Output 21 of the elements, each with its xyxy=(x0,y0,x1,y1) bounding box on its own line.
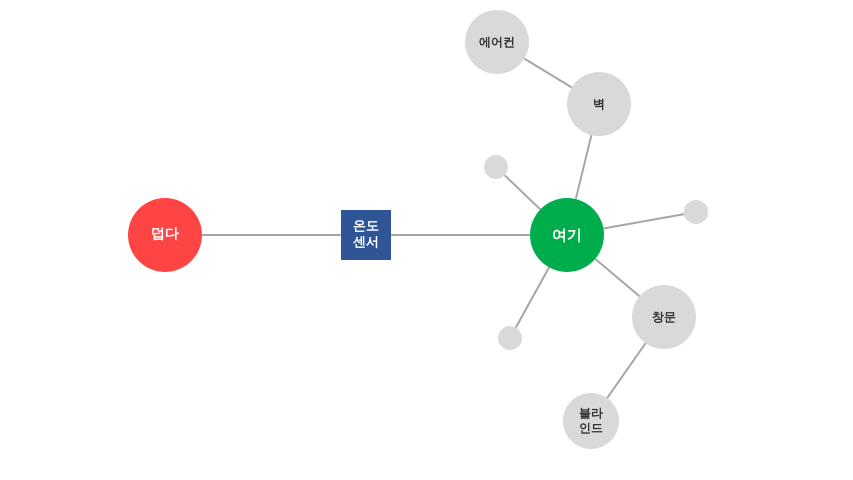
circle-node xyxy=(530,198,604,272)
connector-line xyxy=(594,258,640,298)
node-label: 에어컨 xyxy=(479,34,515,50)
connector-line xyxy=(504,174,541,210)
empty-circle-node xyxy=(498,326,522,350)
square-node xyxy=(341,210,391,260)
connector-line xyxy=(603,213,684,230)
empty-circle-node xyxy=(684,200,708,224)
empty-circle-node xyxy=(484,155,508,179)
node-label: 벽 xyxy=(593,96,605,112)
node-label: 온도 센서 xyxy=(352,218,380,252)
node-label: 창문 xyxy=(652,310,676,324)
node-label: 덥다 xyxy=(151,226,179,244)
node-label: 블라인드 xyxy=(578,406,604,436)
connector-line xyxy=(514,266,550,328)
connector-line xyxy=(606,342,646,399)
connector-line xyxy=(391,234,530,236)
connector-line xyxy=(202,234,341,236)
node-label: 여기 xyxy=(552,226,582,244)
connector-line xyxy=(524,58,572,88)
connector-line xyxy=(574,134,592,200)
